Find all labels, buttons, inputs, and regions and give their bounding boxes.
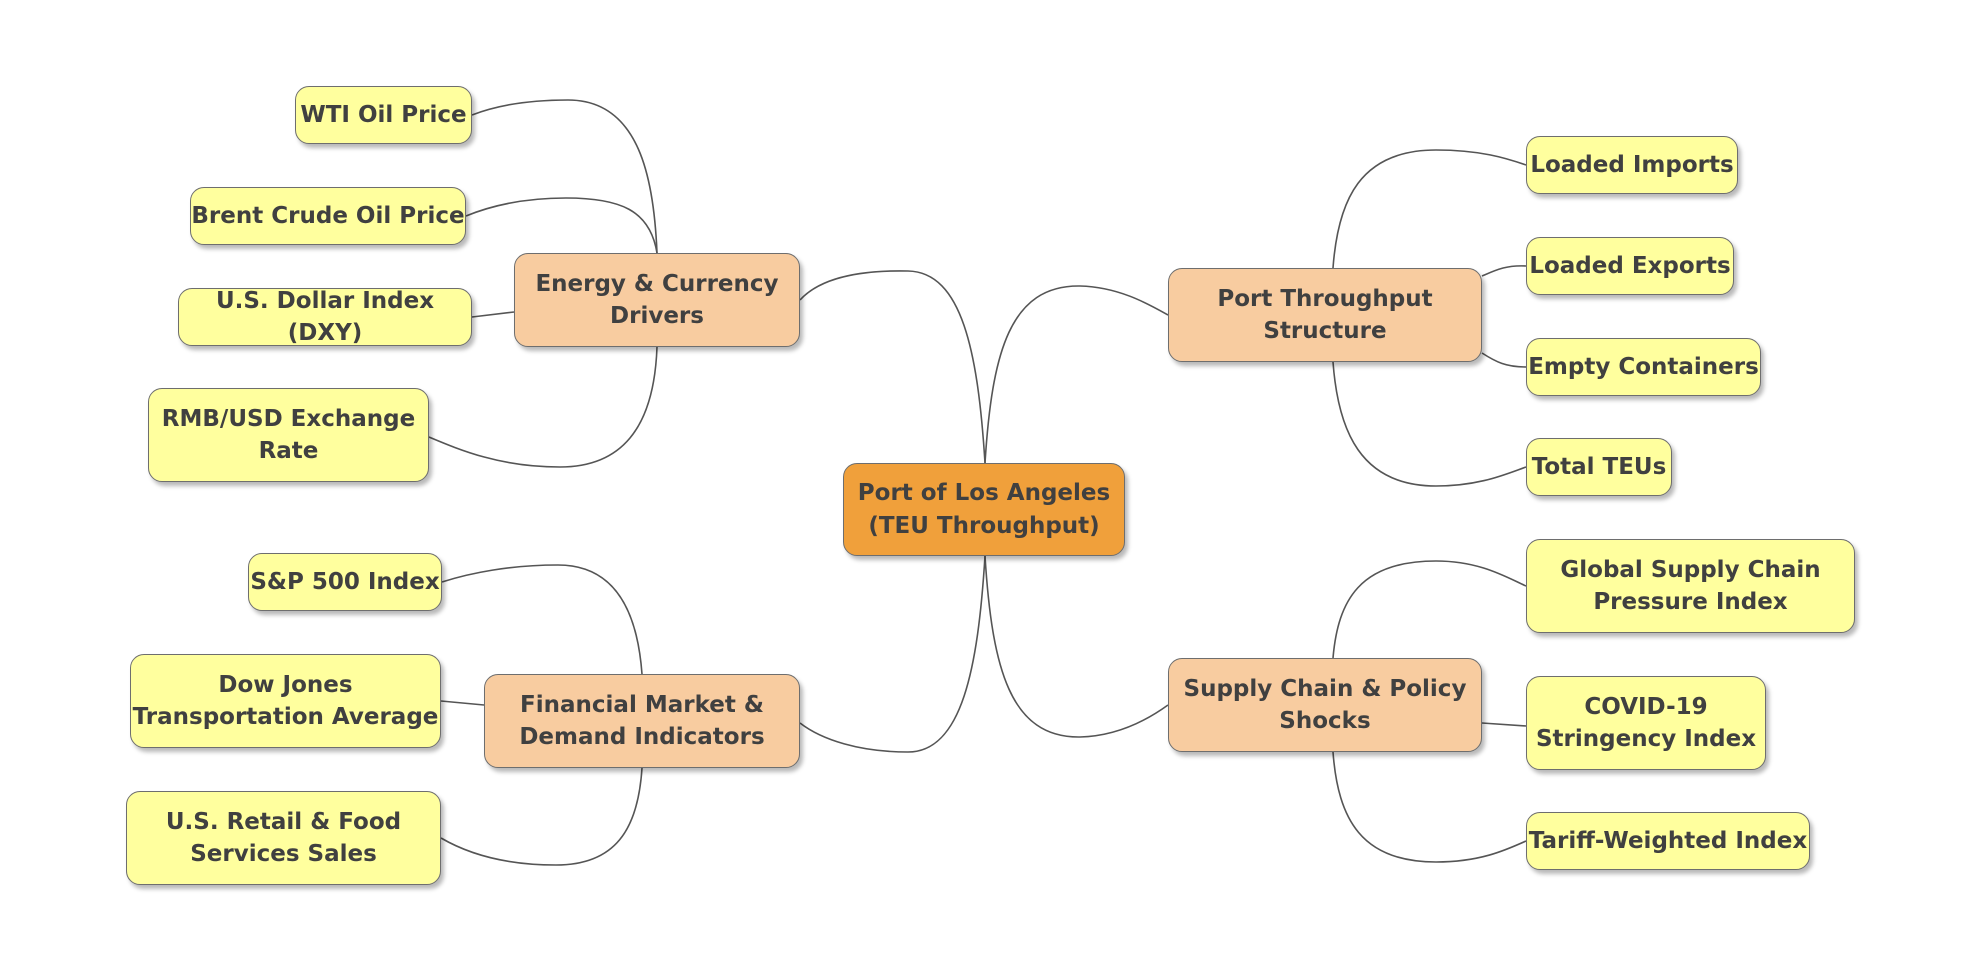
root-node-port-of-los-angeles[interactable]: Port of Los Angeles (TEU Throughput) xyxy=(843,463,1125,556)
leaf-node-wti-oil-price[interactable]: WTI Oil Price xyxy=(295,86,472,144)
connector-energy-brent xyxy=(465,197,658,254)
leaf-node-label: S&P 500 Index xyxy=(250,568,440,595)
connector-energy-wti xyxy=(471,99,658,254)
connector-energy-rmb xyxy=(428,346,658,468)
leaf-node-total-teus[interactable]: Total TEUs xyxy=(1526,438,1672,496)
connector-port-imports xyxy=(1332,149,1527,269)
leaf-node-label: WTI Oil Price xyxy=(300,101,467,128)
leaf-node-label: Loaded Imports xyxy=(1530,151,1734,178)
leaf-node-label: Empty Containers xyxy=(1528,353,1759,380)
leaf-node-loaded-exports[interactable]: Loaded Exports xyxy=(1526,237,1734,295)
connector-port-empty xyxy=(1481,352,1527,368)
leaf-node-label: RMB/USD Exchange Rate xyxy=(161,405,416,464)
branch-node-financial-market[interactable]: Financial Market & Demand Indicators xyxy=(484,674,800,768)
leaf-node-loaded-imports[interactable]: Loaded Imports xyxy=(1526,136,1738,194)
leaf-node-label: Brent Crude Oil Price xyxy=(191,202,465,229)
leaf-node-supply-chain-pressure[interactable]: Global Supply Chain Pressure Index xyxy=(1526,539,1855,633)
leaf-node-sp500[interactable]: S&P 500 Index xyxy=(248,553,442,611)
leaf-node-label: Tariff-Weighted Index xyxy=(1528,827,1808,854)
root-node-label: Port of Los Angeles (TEU Throughput) xyxy=(857,480,1111,539)
connector-finance-dow xyxy=(440,700,485,706)
leaf-node-empty-containers[interactable]: Empty Containers xyxy=(1526,338,1761,396)
connector-energy-dxy xyxy=(471,311,515,318)
leaf-node-retail-food-sales[interactable]: U.S. Retail & Food Services Sales xyxy=(126,791,441,885)
branch-node-label: Port Throughput Structure xyxy=(1217,285,1433,344)
connector-supply-tariff xyxy=(1332,751,1527,863)
leaf-node-dow-jones-transport[interactable]: Dow Jones Transportation Average xyxy=(130,654,441,748)
connector-port-teu xyxy=(1332,361,1527,487)
leaf-node-label: Dow Jones Transportation Average xyxy=(132,671,439,730)
connector-root-port xyxy=(984,285,1169,464)
connector-finance-retail xyxy=(440,767,643,866)
leaf-node-brent-crude[interactable]: Brent Crude Oil Price xyxy=(190,187,466,245)
branch-node-label: Energy & Currency Drivers xyxy=(535,270,779,329)
leaf-node-label: Global Supply Chain Pressure Index xyxy=(1560,556,1821,615)
branch-node-port-throughput[interactable]: Port Throughput Structure xyxy=(1168,268,1482,362)
leaf-node-dollar-index[interactable]: U.S. Dollar Index (DXY) xyxy=(178,288,472,346)
connector-root-finance xyxy=(799,555,986,753)
leaf-node-label: COVID-19 Stringency Index xyxy=(1535,693,1757,752)
leaf-node-rmb-usd[interactable]: RMB/USD Exchange Rate xyxy=(148,388,429,482)
leaf-node-covid-stringency[interactable]: COVID-19 Stringency Index xyxy=(1526,676,1766,770)
branch-node-label: Financial Market & Demand Indicators xyxy=(519,691,765,750)
branch-node-supply-chain[interactable]: Supply Chain & Policy Shocks xyxy=(1168,658,1482,752)
connector-root-energy xyxy=(799,270,986,464)
leaf-node-label: U.S. Retail & Food Services Sales xyxy=(165,808,402,867)
branch-node-energy-currency[interactable]: Energy & Currency Drivers xyxy=(514,253,800,347)
leaf-node-label: Loaded Exports xyxy=(1529,252,1731,279)
connector-finance-sp xyxy=(441,564,643,675)
connector-root-supply xyxy=(984,555,1169,738)
leaf-node-tariff-weighted[interactable]: Tariff-Weighted Index xyxy=(1526,812,1810,870)
branch-node-label: Supply Chain & Policy Shocks xyxy=(1183,675,1467,734)
leaf-node-label: Total TEUs xyxy=(1531,453,1667,480)
connector-supply-gscpi xyxy=(1332,560,1527,659)
leaf-node-label: U.S. Dollar Index (DXY) xyxy=(215,287,435,346)
connector-supply-covid xyxy=(1481,722,1527,727)
connector-port-exports xyxy=(1481,265,1527,277)
